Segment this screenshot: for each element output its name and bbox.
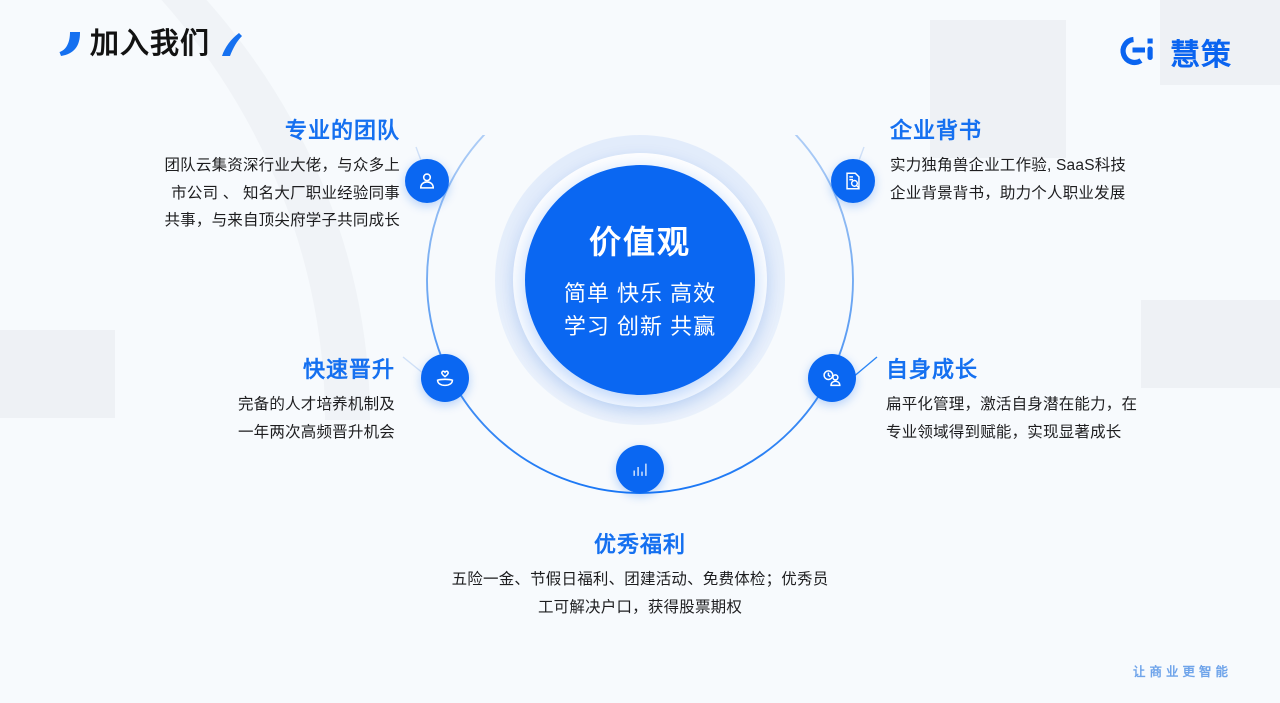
block-growth-heading: 自身成长: [886, 357, 979, 382]
block-team-heading: 专业的团队: [284, 118, 400, 143]
block-promotion-body: 完备的人才培养机制及 一年两次高频晋升机会: [237, 396, 395, 441]
quote-arc-icon: [58, 27, 84, 61]
bar-chart-icon: [633, 463, 647, 476]
block-growth-body: 扁平化管理，激活自身潜在能力，在 专业领域得到赋能，实现显著成长: [886, 396, 1138, 441]
block-promotion-heading: 快速晋升: [302, 357, 395, 382]
user-icon: [419, 173, 435, 189]
block-benefits-body: 五险一金、节假日福利、团建活动、免费体检；优秀员 工可解决户口，获得股票期权: [451, 571, 829, 616]
center-values-disc: 价值观 简单 快乐 高效 学习 创新 共赢: [525, 165, 755, 395]
values-orbit: 价值观 简单 快乐 高效 学习 创新 共赢: [385, 135, 895, 515]
block-endorsement-heading: 企业背书: [890, 118, 983, 143]
brand-name: 慧策: [1170, 39, 1232, 72]
node-benefits[interactable]: [616, 445, 664, 493]
values-line-1: 简单 快乐 高效: [563, 280, 717, 306]
block-benefits-heading: 优秀福利: [593, 532, 686, 557]
document-search-icon: [846, 172, 860, 190]
brand-lockup: 慧策: [1111, 30, 1232, 74]
block-team: 专业的团队 团队云集资深行业大佬，与众多上 市公司 、 知名大厂职业经验同事 共…: [60, 118, 400, 234]
block-growth: 自身成长 扁平化管理，激活自身潜在能力，在 专业领域得到赋能，实现显著成长: [886, 357, 1216, 446]
node-promotion[interactable]: [421, 354, 469, 402]
node-growth[interactable]: [808, 354, 856, 402]
block-endorsement: 企业背书 实力独角兽企业工作验, SaaS科技 企业背景背书，助力个人职业发展: [890, 118, 1230, 207]
hand-heart-icon: [436, 370, 454, 387]
block-benefits: 优秀福利 五险一金、节假日福利、团建活动、免费体检；优秀员 工可解决户口，获得股…: [340, 532, 940, 621]
background-rect-3: [1141, 300, 1280, 388]
values-line-2: 学习 创新 共赢: [563, 314, 717, 339]
block-team-body: 团队云集资深行业大佬，与众多上 市公司 、 知名大厂职业经验同事 共事，与来自顶…: [164, 157, 400, 229]
page-title: 加入我们: [90, 28, 211, 60]
node-endorsement[interactable]: [831, 159, 875, 203]
huice-c-logo-icon: [1111, 33, 1161, 72]
people-growth-icon: [823, 370, 841, 387]
node-team[interactable]: [405, 159, 449, 203]
background-rect-1: [930, 20, 1066, 158]
background-rect-4: [0, 330, 115, 418]
block-promotion: 快速晋升 完备的人才培养机制及 一年两次高频晋升机会: [95, 357, 395, 446]
block-endorsement-body: 实力独角兽企业工作验, SaaS科技 企业背景背书，助力个人职业发展: [890, 157, 1127, 202]
quote-stroke-icon: [218, 27, 244, 61]
page-header: 加入我们: [58, 27, 244, 61]
values-title: 价值观: [588, 223, 691, 260]
footer-slogan: 让商业更智能: [1132, 665, 1232, 679]
background-rect-2: [1160, 0, 1280, 85]
